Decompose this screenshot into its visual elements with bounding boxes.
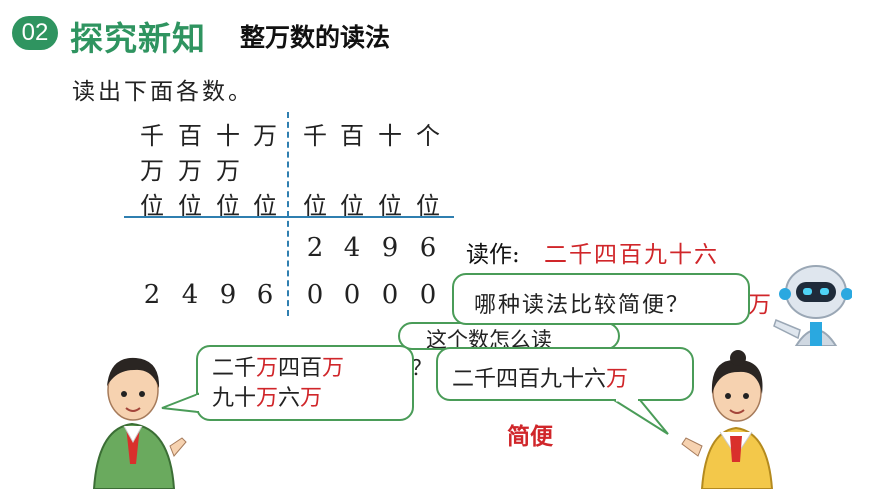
header-ge-bottom: 位: [416, 192, 440, 220]
row2-digit-bai: 0: [343, 280, 361, 310]
boy-text-part: 九十: [212, 386, 257, 411]
question-text: 哪种读法比较简便？: [474, 293, 691, 318]
hidden-question-bubble: 这个数怎么读: [398, 322, 620, 350]
row2-reading-partial: 万: [748, 292, 771, 318]
header-qian-bottom: 位: [303, 192, 327, 220]
table-horizontal-line: [124, 216, 454, 218]
row2-digit-qian: 0: [306, 280, 324, 310]
girl-text-part: 二千四百九十六: [452, 367, 607, 392]
hidden-question-mark: ？: [411, 356, 432, 380]
row1-digit-qian: 2: [306, 233, 324, 263]
header-qianwan-middle: 万: [140, 157, 164, 185]
girl-bubble-tail: [610, 398, 669, 435]
row2-digit-ge: 0: [419, 280, 437, 310]
section-title: 探究新知: [70, 19, 206, 58]
read-as-value: 二千四百九十六: [544, 242, 719, 268]
boy-speech-bubble: 二千万四百万 九十万六万: [196, 345, 414, 421]
header-shiwan-bottom: 位: [216, 192, 240, 220]
header-bai-bottom: 位: [340, 192, 364, 220]
instruction-text: 读出下面各数。: [72, 79, 254, 105]
topic-title: 整万数的读法: [240, 23, 391, 52]
header-baiwan-top: 百: [178, 122, 202, 150]
section-number-badge: 02: [12, 16, 58, 50]
header-qianwan-bottom: 位: [140, 192, 164, 220]
boy-text-wan: 万: [256, 386, 279, 411]
header-bai-top: 百: [340, 122, 364, 150]
simple-label: 简便: [507, 424, 553, 450]
header-ge-top: 个: [416, 122, 440, 150]
row1-digit-bai: 4: [343, 233, 361, 263]
header-shi-bottom: 位: [378, 192, 402, 220]
row1-digit-ge: 6: [419, 233, 437, 263]
row2-digit-qianwan: 2: [143, 280, 161, 310]
row2-digit-baiwan: 4: [181, 280, 199, 310]
girl-text-wan: 万: [606, 367, 629, 392]
boy-text-wan: 万: [256, 356, 279, 381]
header-wan-bottom: 位: [253, 192, 277, 220]
boy-bubble-tail: [161, 392, 200, 414]
row2-digit-shi: 0: [381, 280, 399, 310]
header-qian-top: 千: [303, 122, 327, 150]
header-shiwan-top: 十: [216, 122, 240, 150]
girl-illustration: [681, 350, 774, 489]
boy-text-part: 六: [278, 386, 301, 411]
header-shiwan-middle: 万: [216, 157, 240, 185]
row1-digit-shi: 9: [381, 233, 399, 263]
boy-bubble-line2: 九十万六万: [212, 384, 412, 414]
boy-text-wan: 万: [322, 356, 345, 381]
header-shi-top: 十: [378, 122, 402, 150]
girl-speech-bubble: 二千四百九十六万: [436, 347, 694, 401]
header-qianwan-top: 千: [140, 122, 164, 150]
robot-illustration: [773, 265, 852, 346]
hidden-question-text: 这个数怎么读: [426, 328, 552, 350]
read-as-label: 读作:: [466, 242, 520, 268]
question-bubble: 哪种读法比较简便？: [452, 273, 750, 325]
table-dashed-divider: [287, 112, 289, 316]
boy-text-part: 二千: [212, 356, 257, 381]
row2-digit-shiwan: 9: [219, 280, 237, 310]
boy-text-part: 四百: [278, 356, 323, 381]
header-baiwan-middle: 万: [178, 157, 202, 185]
row2-digit-wan: 6: [256, 280, 274, 310]
boy-illustration: [92, 357, 187, 489]
header-baiwan-bottom: 位: [178, 192, 202, 220]
header-wan-top: 万: [253, 122, 277, 150]
boy-text-wan: 万: [300, 386, 323, 411]
boy-bubble-line1: 二千万四百万: [212, 354, 412, 384]
